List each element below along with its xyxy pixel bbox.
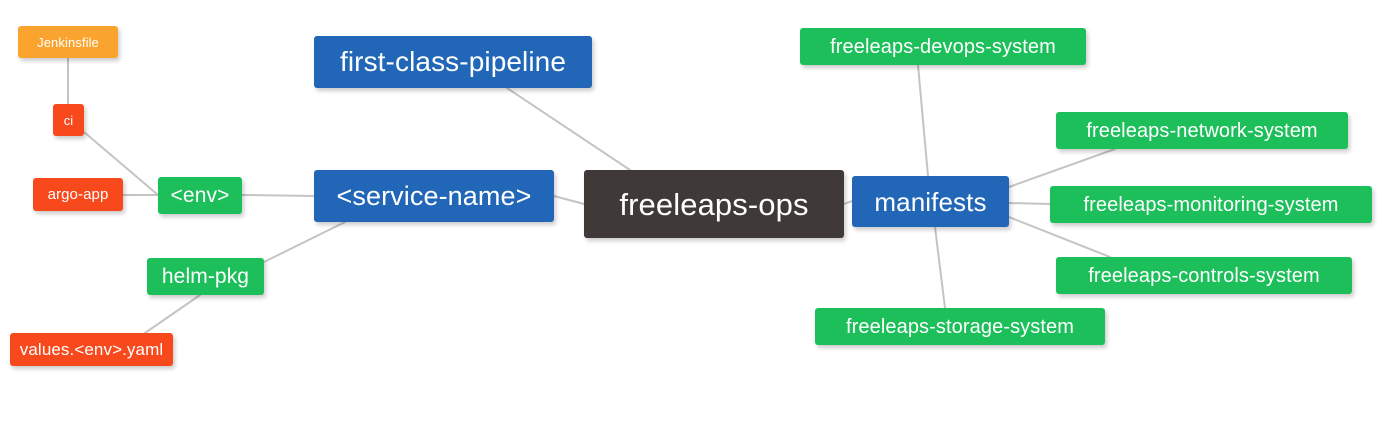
mindmap-node-freeleaps-monitoring-system[interactable]: freeleaps-monitoring-system [1050,186,1372,223]
mindmap-node-label: manifests [874,186,987,217]
edge-manifests-to-freeleaps-monitoring-system [1008,202,1051,205]
mindmap-node-label: values.<env>.yaml [19,340,164,359]
mindmap-node-label: ci [63,112,74,128]
edge-env-to-service-name [241,194,315,197]
mindmap-node-service-name[interactable]: <service-name> [314,170,554,222]
edge-freeleaps-ops-to-manifests [843,200,853,205]
mindmap-node-label: freeleaps-storage-system [845,315,1075,338]
mindmap-node-label: freeleaps-monitoring-system [1083,193,1339,216]
mindmap-node-freeleaps-storage-system[interactable]: freeleaps-storage-system [815,308,1105,345]
mindmap-node-label: argo-app [47,186,109,203]
mindmap-node-argo-app[interactable]: argo-app [33,178,123,211]
mindmap-node-values-env-yaml[interactable]: values.<env>.yaml [10,333,173,366]
mindmap-node-label: first-class-pipeline [339,46,567,77]
mindmap-node-freeleaps-controls-system[interactable]: freeleaps-controls-system [1056,257,1352,294]
mindmap-node-ci[interactable]: ci [53,104,84,136]
mindmap-node-manifests[interactable]: manifests [852,176,1009,227]
mindmap-node-label: freeleaps-ops [619,186,809,222]
mindmap-node-label: <env> [170,184,230,207]
edge-values-env-yaml-to-helm-pkg [144,294,201,334]
edge-manifests-to-freeleaps-storage-system [934,226,946,309]
mindmap-node-freeleaps-devops-system[interactable]: freeleaps-devops-system [800,28,1086,65]
mindmap-node-label: freeleaps-network-system [1086,119,1318,142]
mindmap-node-freeleaps-network-system[interactable]: freeleaps-network-system [1056,112,1348,149]
mindmap-node-jenkinsfile[interactable]: Jenkinsfile [18,26,118,58]
edge-manifests-to-freeleaps-controls-system [1008,216,1111,258]
mindmap-node-label: freeleaps-devops-system [830,35,1056,58]
edge-manifests-to-freeleaps-devops-system [917,64,929,177]
edge-first-class-pipeline-to-freeleaps-ops [506,87,631,171]
mindmap-node-label: Jenkinsfile [37,34,99,50]
edge-service-name-to-freeleaps-ops [553,195,585,205]
edge-manifests-to-freeleaps-network-system [1008,148,1116,188]
mindmap-node-label: <service-name> [336,180,532,211]
mindmap-node-freeleaps-ops[interactable]: freeleaps-ops [584,170,844,238]
mindmap-node-label: freeleaps-controls-system [1088,264,1320,287]
mindmap-node-helm-pkg[interactable]: helm-pkg [147,258,264,295]
mindmap-node-env[interactable]: <env> [158,177,242,214]
mindmap-node-first-class-pipeline[interactable]: first-class-pipeline [314,36,592,88]
mindmap-node-label: helm-pkg [161,265,250,288]
edge-helm-pkg-to-service-name [263,221,346,263]
